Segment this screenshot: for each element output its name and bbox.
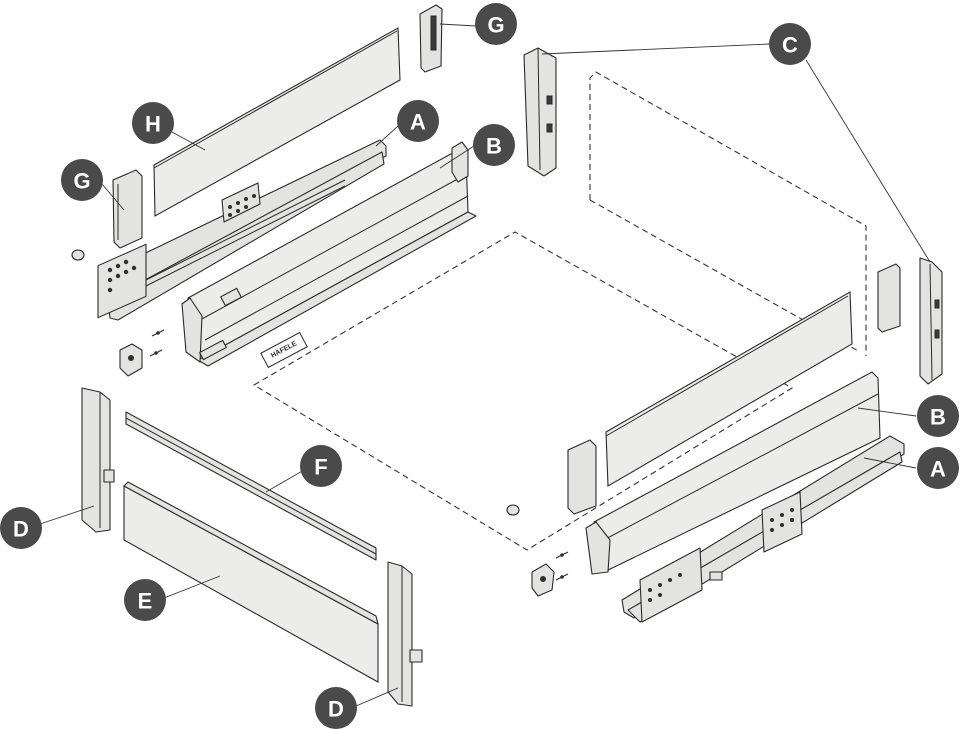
callout-g-top: G	[475, 3, 517, 45]
front-panel-e	[123, 481, 379, 683]
front-bracket-d-right	[387, 561, 423, 707]
callout-e-label: E	[138, 589, 153, 614]
callout-g-left-label: G	[73, 169, 90, 194]
drawer-back-outline-base	[589, 199, 861, 353]
back-connector-right	[877, 263, 901, 333]
callout-c-label: C	[782, 33, 798, 58]
brand-plate: HÄFELE	[260, 331, 308, 369]
runner-rail-a-right	[621, 435, 905, 623]
end-cap-left	[71, 249, 85, 261]
end-cap-right	[506, 504, 520, 516]
leader-b-right	[857, 407, 917, 417]
back-panel-right	[605, 291, 853, 487]
callout-b-right-label: B	[930, 405, 946, 430]
callout-f-label: F	[314, 455, 327, 480]
callout-h-label: H	[145, 112, 161, 137]
callout-g-top-label: G	[487, 13, 504, 38]
front-rail-f	[125, 411, 377, 561]
leader-e	[163, 575, 221, 599]
callout-g-left: G	[61, 159, 103, 201]
leader-h	[171, 131, 206, 151]
drawer-back-outline	[589, 71, 867, 356]
leader-d-bottom	[355, 687, 399, 707]
leader-g-left	[101, 183, 125, 211]
front-fixing-right	[531, 551, 569, 597]
runner-rail-a-left	[97, 139, 387, 321]
leader-a-right	[863, 457, 917, 469]
callout-a-right-label: A	[930, 457, 946, 482]
callout-b-top-label: B	[486, 134, 502, 159]
callout-f: F	[300, 445, 342, 487]
callout-d-bottom: D	[315, 687, 357, 729]
leader-b-top	[439, 145, 475, 169]
back-connector-g-top	[419, 4, 443, 73]
callout-d-bottom-label: D	[328, 697, 344, 722]
callout-e: E	[124, 579, 166, 621]
leader-f	[265, 469, 305, 493]
leader-c-left	[541, 43, 771, 55]
back-connector-right-lower	[567, 439, 597, 515]
callout-a-top: A	[397, 100, 439, 142]
callout-d-left: D	[0, 507, 42, 549]
leader-d-left	[39, 505, 95, 525]
callout-c: C	[769, 23, 811, 65]
front-fixing-left	[119, 329, 165, 377]
leader-g-top	[439, 23, 477, 27]
drawer-side-b-left	[181, 141, 477, 367]
back-panel-h	[153, 27, 401, 217]
back-connector-g-left	[112, 169, 143, 249]
leader-c-right	[805, 59, 931, 263]
callout-a-right: A	[917, 447, 959, 489]
back-bracket-c-left	[523, 47, 557, 177]
drawer-side-b-right	[585, 371, 881, 575]
drawer-bottom-outline	[252, 231, 794, 551]
callout-b-top: B	[473, 124, 515, 166]
front-bracket-d-left	[81, 387, 115, 533]
callout-h: H	[132, 102, 174, 144]
leader-a-top	[375, 125, 399, 147]
callout-b-right: B	[917, 395, 959, 437]
callout-a-top-label: A	[410, 110, 426, 135]
back-bracket-c-right	[919, 257, 943, 385]
callout-d-left-label: D	[13, 517, 29, 542]
